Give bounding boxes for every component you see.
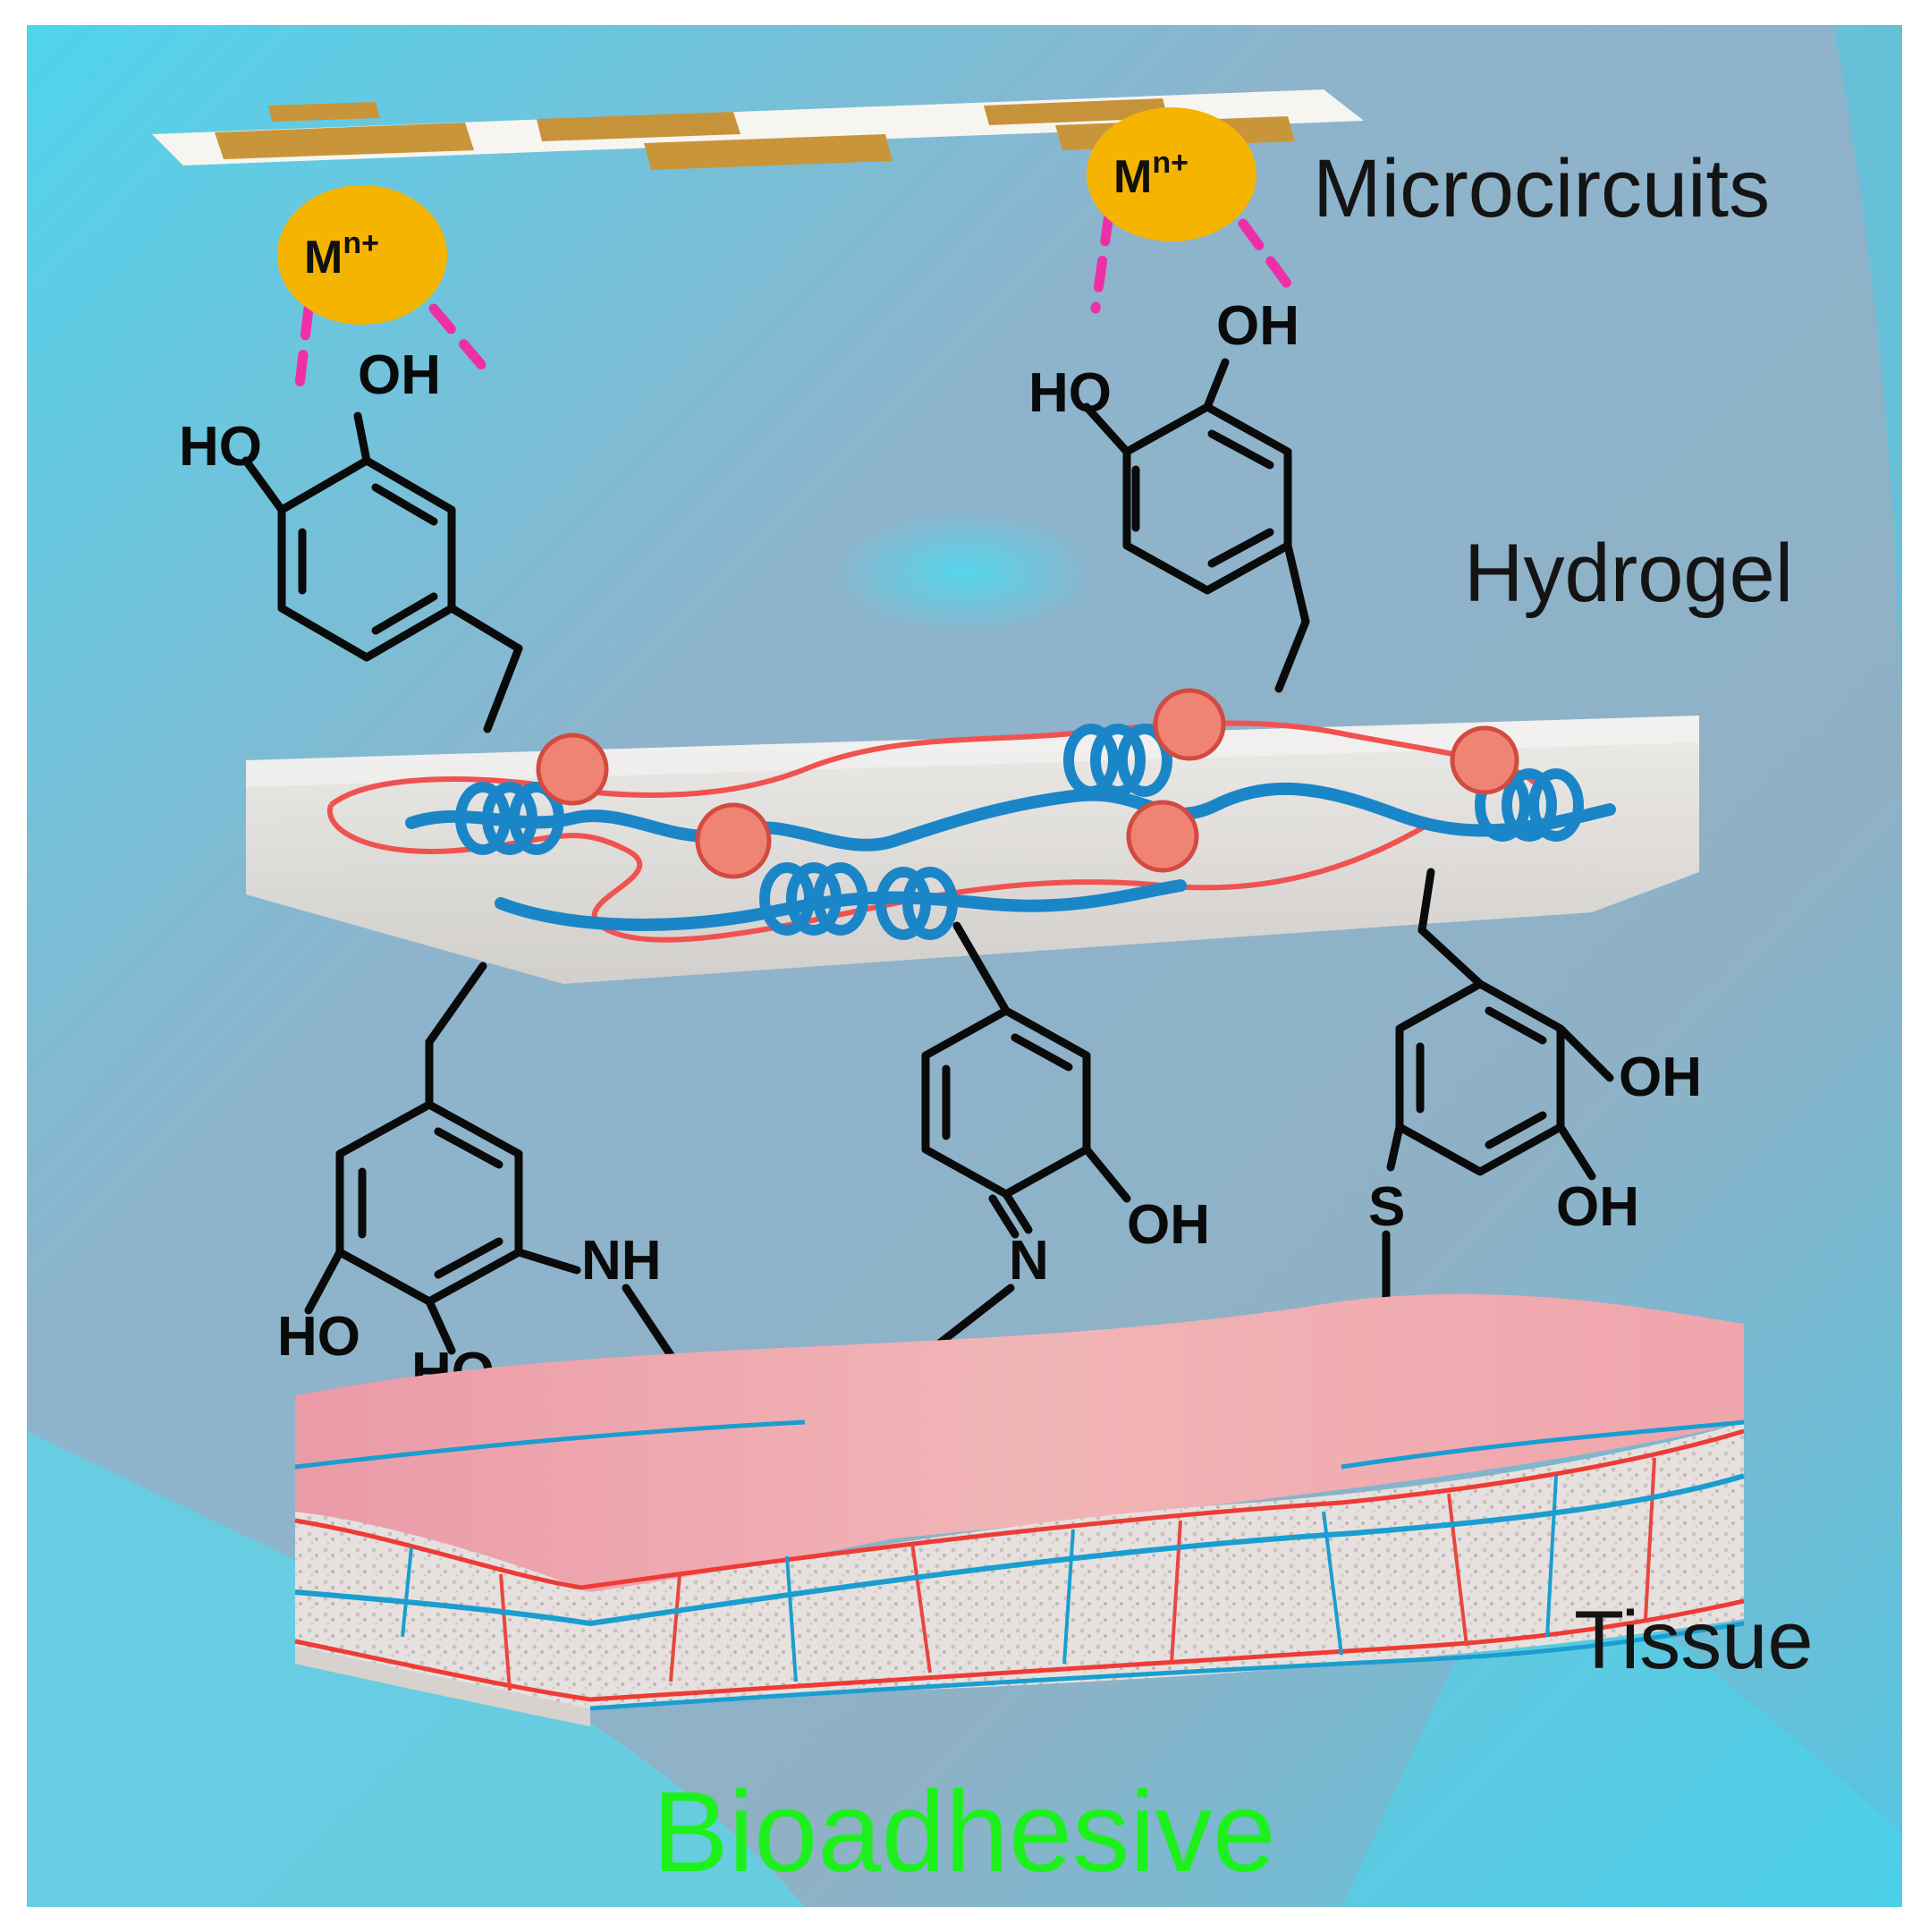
hydroxyl-label: HO (179, 416, 262, 478)
amine-label: NH (581, 1230, 662, 1292)
coordination-bond (428, 303, 488, 372)
bioadhesive-title: Bioadhesive (652, 1768, 1275, 1896)
imine-label: N (1009, 1230, 1049, 1292)
thioether-label: S (1368, 1176, 1405, 1238)
coordination-bond (1090, 209, 1114, 314)
metal-ion-badge: Mn+ (1087, 107, 1256, 242)
catechol-ring (1082, 358, 1310, 693)
metal-ion-charge: n+ (1152, 146, 1189, 180)
hydroxyl-label: HO (277, 1306, 360, 1368)
svg-text:Mn+: Mn+ (1113, 146, 1189, 203)
hydroxyl-label: HO (1028, 362, 1112, 424)
tissue-block (294, 1293, 1745, 1726)
hydrogel-slab (246, 688, 1699, 984)
red-coil (536, 688, 1519, 879)
hydroxyl-label: OH (1556, 1176, 1639, 1238)
svg-text:Mn+: Mn+ (304, 226, 379, 284)
metal-ion-symbol: M (304, 232, 343, 284)
tissue-label: Tissue (1574, 1595, 1814, 1686)
background-glow (832, 510, 1100, 635)
blue-coil (455, 724, 1584, 940)
metal-ion-badge: Mn+ (277, 185, 447, 325)
metal-ion-symbol: M (1113, 151, 1152, 203)
hydroxyl-label: OH (1127, 1194, 1210, 1256)
hydrogel-label: Hydrogel (1464, 528, 1793, 619)
hydroxyl-label: OH (1619, 1046, 1702, 1108)
coordination-bond (294, 303, 314, 390)
metal-ion-charge: n+ (343, 226, 379, 260)
background-streak (1833, 25, 1902, 805)
coordination-bond (1238, 218, 1298, 296)
hydroxyl-label: OH (358, 344, 441, 406)
hydroxyl-label: OH (1216, 295, 1299, 357)
microcircuits-label: Microcircuits (1313, 143, 1770, 234)
catechol-ring (241, 411, 523, 733)
